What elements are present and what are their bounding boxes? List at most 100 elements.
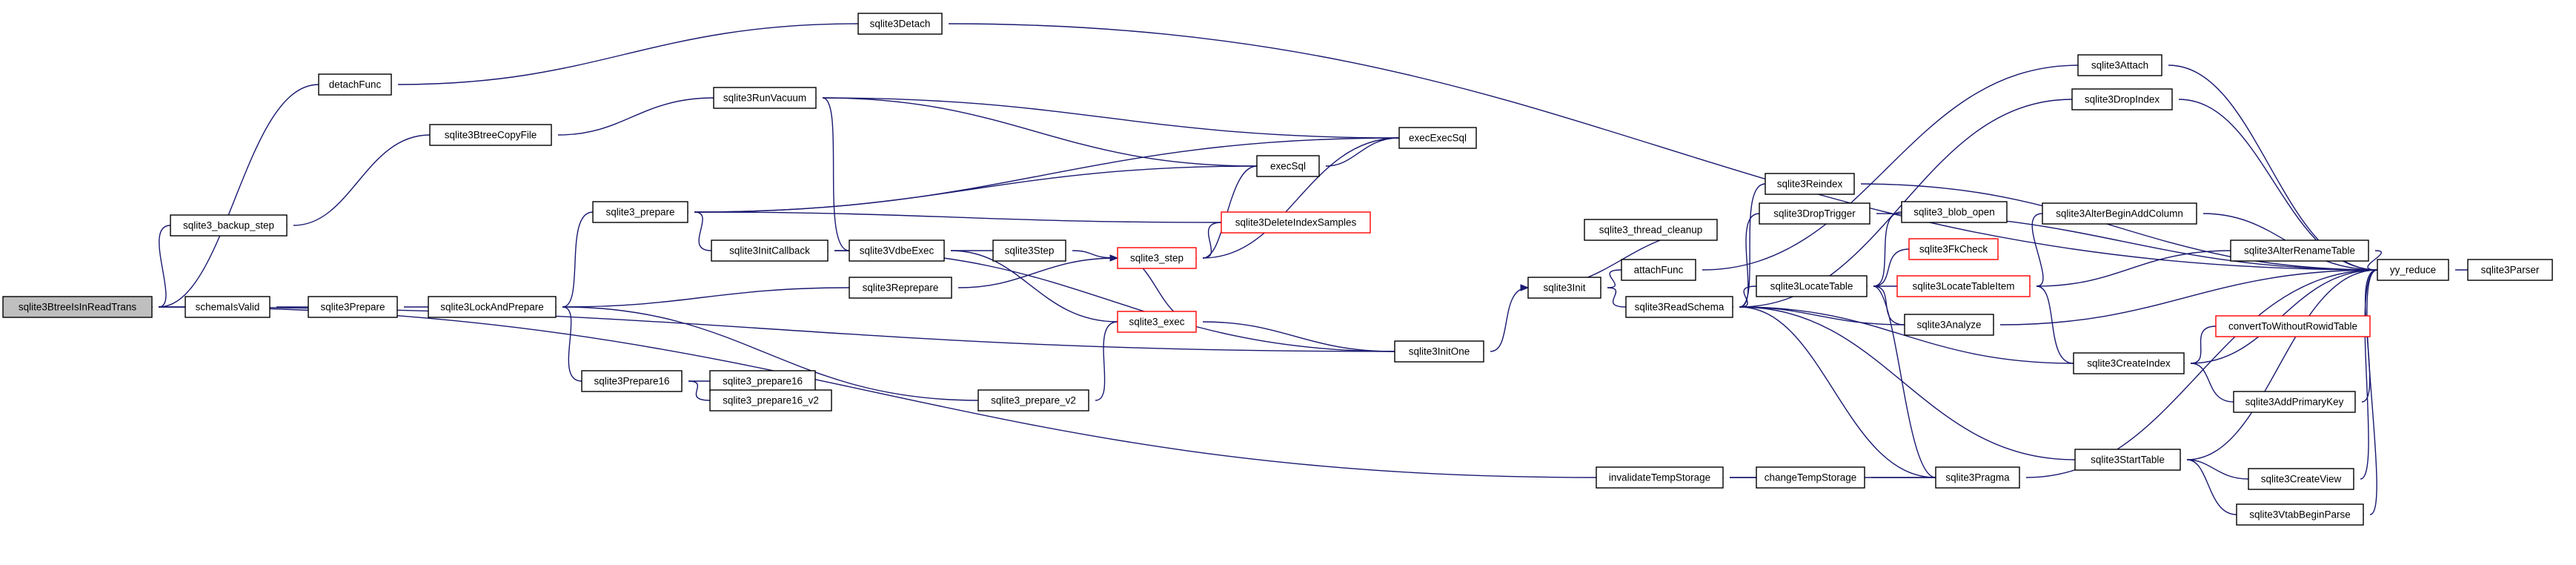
node-box-sqlite3InitOne[interactable] bbox=[1394, 340, 1484, 363]
node-box-sqlite3Parser[interactable] bbox=[2467, 259, 2553, 281]
node-sqlite3VdbeExec[interactable]: sqlite3VdbeExec bbox=[849, 239, 945, 262]
node-sqlite3Reprepare[interactable]: sqlite3Reprepare bbox=[849, 277, 952, 299]
node-sqlite3_exec[interactable]: sqlite3_exec bbox=[1117, 311, 1197, 333]
node-box-execSql[interactable] bbox=[1256, 155, 1320, 177]
node-box-sqlite3_backup_step[interactable] bbox=[170, 214, 288, 237]
node-sqlite3Analyze[interactable]: sqlite3Analyze bbox=[1904, 314, 1994, 336]
node-box-attachFunc[interactable] bbox=[1621, 259, 1696, 281]
node-box-sqlite3_prepare[interactable] bbox=[592, 201, 688, 223]
node-box-sqlite3Reindex[interactable] bbox=[1765, 173, 1855, 195]
node-box-sqlite3Pragma[interactable] bbox=[1935, 466, 2020, 489]
node-box-sqlite3_prepare16_v2[interactable] bbox=[709, 389, 832, 412]
edge-sqlite3LocateTable-sqlite3_blob_open bbox=[1873, 211, 1902, 287]
node-sqlite3Pragma[interactable]: sqlite3Pragma bbox=[1935, 466, 2020, 489]
node-sqlite3BtreeIsInReadTrans[interactable]: sqlite3BtreeIsInReadTrans bbox=[2, 296, 153, 318]
node-sqlite3_prepare16[interactable]: sqlite3_prepare16 bbox=[709, 370, 816, 392]
node-sqlite3BtreeCopyFile[interactable]: sqlite3BtreeCopyFile bbox=[429, 124, 552, 146]
node-sqlite3AlterBeginAddColumn[interactable]: sqlite3AlterBeginAddColumn bbox=[2042, 202, 2197, 225]
node-box-sqlite3RunVacuum[interactable] bbox=[713, 87, 817, 109]
node-sqlite3InitOne[interactable]: sqlite3InitOne bbox=[1394, 340, 1484, 363]
node-box-detachFunc[interactable] bbox=[318, 73, 392, 96]
node-sqlite3LocateTableItem[interactable]: sqlite3LocateTableItem bbox=[1896, 275, 2031, 297]
node-sqlite3Detach[interactable]: sqlite3Detach bbox=[857, 13, 943, 35]
node-box-sqlite3CreateView[interactable] bbox=[2248, 468, 2354, 490]
node-sqlite3_prepare_v2[interactable]: sqlite3_prepare_v2 bbox=[977, 389, 1089, 412]
node-box-sqlite3Prepare16[interactable] bbox=[581, 370, 683, 392]
node-box-sqlite3BtreeIsInReadTrans[interactable] bbox=[2, 296, 153, 318]
node-sqlite3AddPrimaryKey[interactable]: sqlite3AddPrimaryKey bbox=[2233, 391, 2356, 413]
node-box-sqlite3_blob_open[interactable] bbox=[1901, 201, 2008, 223]
node-box-sqlite3Attach[interactable] bbox=[2077, 54, 2162, 76]
node-box-sqlite3Analyze[interactable] bbox=[1904, 314, 1994, 336]
node-convertToWithoutRowidTable[interactable]: convertToWithoutRowidTable bbox=[2215, 315, 2371, 337]
node-box-sqlite3Prepare[interactable] bbox=[308, 296, 398, 318]
node-box-sqlite3_thread_cleanup[interactable] bbox=[1584, 219, 1718, 241]
node-sqlite3_backup_step[interactable]: sqlite3_backup_step bbox=[170, 214, 288, 237]
node-box-sqlite3AlterRenameTable[interactable] bbox=[2230, 239, 2369, 262]
node-box-sqlite3_prepare_v2[interactable] bbox=[977, 389, 1089, 412]
node-box-yy_reduce[interactable] bbox=[2377, 259, 2449, 281]
node-sqlite3Prepare[interactable]: sqlite3Prepare bbox=[308, 296, 398, 318]
node-sqlite3Parser[interactable]: sqlite3Parser bbox=[2467, 259, 2553, 281]
node-execExecSql[interactable]: execExecSql bbox=[1398, 127, 1477, 149]
node-changeTempStorage[interactable]: changeTempStorage bbox=[1756, 466, 1865, 489]
node-box-sqlite3FkCheck[interactable] bbox=[1908, 238, 1999, 260]
node-box-execExecSql[interactable] bbox=[1398, 127, 1477, 149]
node-box-sqlite3VtabBeginParse[interactable] bbox=[2236, 503, 2364, 526]
node-box-sqlite3InitCallback[interactable] bbox=[711, 239, 829, 262]
node-sqlite3CreateIndex[interactable]: sqlite3CreateIndex bbox=[2073, 352, 2185, 374]
node-box-sqlite3ReadSchema[interactable] bbox=[1625, 296, 1733, 318]
node-box-sqlite3DeleteIndexSamples[interactable] bbox=[1221, 211, 1371, 234]
node-box-sqlite3BtreeCopyFile[interactable] bbox=[429, 124, 552, 146]
node-sqlite3LocateTable[interactable]: sqlite3LocateTable bbox=[1756, 275, 1868, 297]
node-box-sqlite3LocateTable[interactable] bbox=[1756, 275, 1868, 297]
node-box-sqlite3LockAndPrepare[interactable] bbox=[428, 296, 557, 318]
node-sqlite3DropTrigger[interactable]: sqlite3DropTrigger bbox=[1759, 202, 1870, 225]
node-sqlite3StartTable[interactable]: sqlite3StartTable bbox=[2074, 449, 2181, 471]
node-box-sqlite3_step[interactable] bbox=[1117, 247, 1197, 269]
node-box-sqlite3Step[interactable] bbox=[992, 239, 1066, 262]
node-sqlite3FkCheck[interactable]: sqlite3FkCheck bbox=[1908, 238, 1999, 260]
node-yy_reduce[interactable]: yy_reduce bbox=[2377, 259, 2449, 281]
node-box-sqlite3Reprepare[interactable] bbox=[849, 277, 952, 299]
node-box-sqlite3VdbeExec[interactable] bbox=[849, 239, 945, 262]
node-sqlite3_thread_cleanup[interactable]: sqlite3_thread_cleanup bbox=[1584, 219, 1718, 241]
node-sqlite3DeleteIndexSamples[interactable]: sqlite3DeleteIndexSamples bbox=[1221, 211, 1371, 234]
node-sqlite3RunVacuum[interactable]: sqlite3RunVacuum bbox=[713, 87, 817, 109]
node-schemaIsValid[interactable]: schemaIsValid bbox=[185, 296, 270, 318]
node-sqlite3ReadSchema[interactable]: sqlite3ReadSchema bbox=[1625, 296, 1733, 318]
node-box-sqlite3LocateTableItem[interactable] bbox=[1896, 275, 2031, 297]
node-box-sqlite3AlterBeginAddColumn[interactable] bbox=[2042, 202, 2197, 225]
node-sqlite3CreateView[interactable]: sqlite3CreateView bbox=[2248, 468, 2354, 490]
node-box-sqlite3Detach[interactable] bbox=[857, 13, 943, 35]
node-box-sqlite3StartTable[interactable] bbox=[2074, 449, 2181, 471]
node-box-sqlite3Init[interactable] bbox=[1527, 277, 1601, 299]
node-sqlite3Reindex[interactable]: sqlite3Reindex bbox=[1765, 173, 1855, 195]
node-attachFunc[interactable]: attachFunc bbox=[1621, 259, 1696, 281]
node-sqlite3VtabBeginParse[interactable]: sqlite3VtabBeginParse bbox=[2236, 503, 2364, 526]
node-sqlite3_prepare[interactable]: sqlite3_prepare bbox=[592, 201, 688, 223]
node-sqlite3Attach[interactable]: sqlite3Attach bbox=[2077, 54, 2162, 76]
node-sqlite3_blob_open[interactable]: sqlite3_blob_open bbox=[1901, 201, 2008, 223]
node-box-changeTempStorage[interactable] bbox=[1756, 466, 1865, 489]
node-execSql[interactable]: execSql bbox=[1256, 155, 1320, 177]
node-box-schemaIsValid[interactable] bbox=[185, 296, 270, 318]
node-box-convertToWithoutRowidTable[interactable] bbox=[2215, 315, 2371, 337]
node-sqlite3DropIndex[interactable]: sqlite3DropIndex bbox=[2071, 88, 2173, 110]
node-sqlite3LockAndPrepare[interactable]: sqlite3LockAndPrepare bbox=[428, 296, 557, 318]
node-sqlite3Step[interactable]: sqlite3Step bbox=[992, 239, 1066, 262]
node-sqlite3Prepare16[interactable]: sqlite3Prepare16 bbox=[581, 370, 683, 392]
node-invalidateTempStorage[interactable]: invalidateTempStorage bbox=[1596, 466, 1724, 489]
node-box-invalidateTempStorage[interactable] bbox=[1596, 466, 1724, 489]
node-box-sqlite3CreateIndex[interactable] bbox=[2073, 352, 2185, 374]
node-detachFunc[interactable]: detachFunc bbox=[318, 73, 392, 96]
node-box-sqlite3DropTrigger[interactable] bbox=[1759, 202, 1870, 225]
node-box-sqlite3_exec[interactable] bbox=[1117, 311, 1197, 333]
node-sqlite3_prepare16_v2[interactable]: sqlite3_prepare16_v2 bbox=[709, 389, 832, 412]
node-sqlite3InitCallback[interactable]: sqlite3InitCallback bbox=[711, 239, 829, 262]
node-sqlite3_step[interactable]: sqlite3_step bbox=[1117, 247, 1197, 269]
node-box-sqlite3AddPrimaryKey[interactable] bbox=[2233, 391, 2356, 413]
node-sqlite3Init[interactable]: sqlite3Init bbox=[1527, 277, 1601, 299]
node-sqlite3AlterRenameTable[interactable]: sqlite3AlterRenameTable bbox=[2230, 239, 2369, 262]
node-box-sqlite3DropIndex[interactable] bbox=[2071, 88, 2173, 110]
